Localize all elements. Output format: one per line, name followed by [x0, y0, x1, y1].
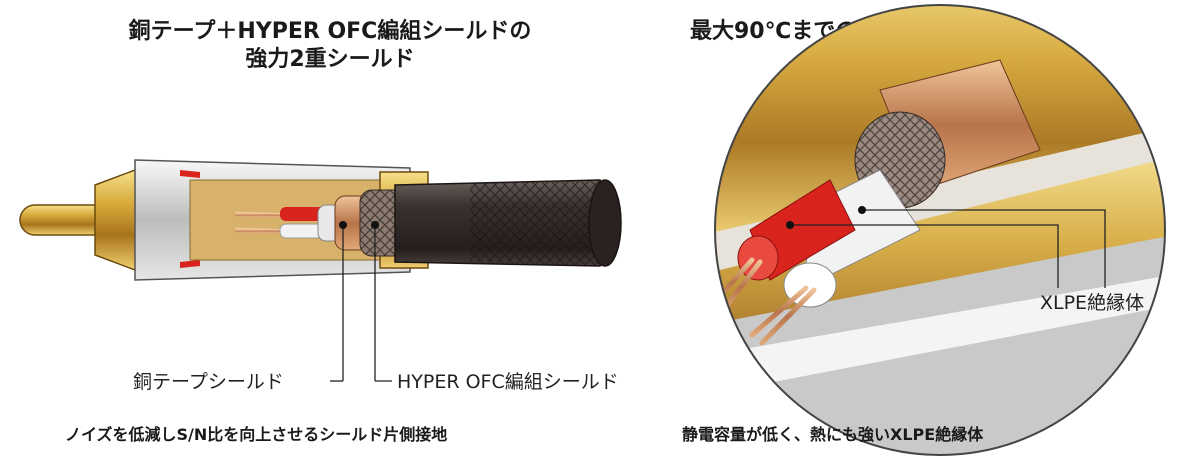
- label-xlpe: XLPE絶縁体: [1040, 292, 1145, 314]
- marker-xlpe-red: [786, 221, 794, 229]
- magnified-view: [715, 5, 1165, 455]
- caption-right: 静電容量が低く、熱にも強いXLPE絶縁体: [682, 425, 984, 444]
- magnifier-ring: [714, 4, 1166, 456]
- marker-braid: [371, 221, 379, 229]
- caption-left: ノイズを低減しS/N比を向上させるシールド片側接地: [65, 425, 448, 444]
- leader-lines-right: [790, 209, 1106, 288]
- label-braid: HYPER OFC編組シールド: [397, 371, 619, 393]
- marker-copper-tape: [339, 221, 347, 229]
- title-left: 銅テープ＋HYPER OFC編組シールドの 強力2重シールド: [20, 18, 640, 74]
- label-copper-tape: 銅テープシールド: [133, 371, 284, 393]
- title-left-text: 銅テープ＋HYPER OFC編組シールドの 強力2重シールド: [128, 19, 532, 72]
- marker-xlpe-white: [858, 206, 866, 214]
- leader-lines-left: [330, 225, 392, 382]
- rca-connector: [19, 159, 622, 281]
